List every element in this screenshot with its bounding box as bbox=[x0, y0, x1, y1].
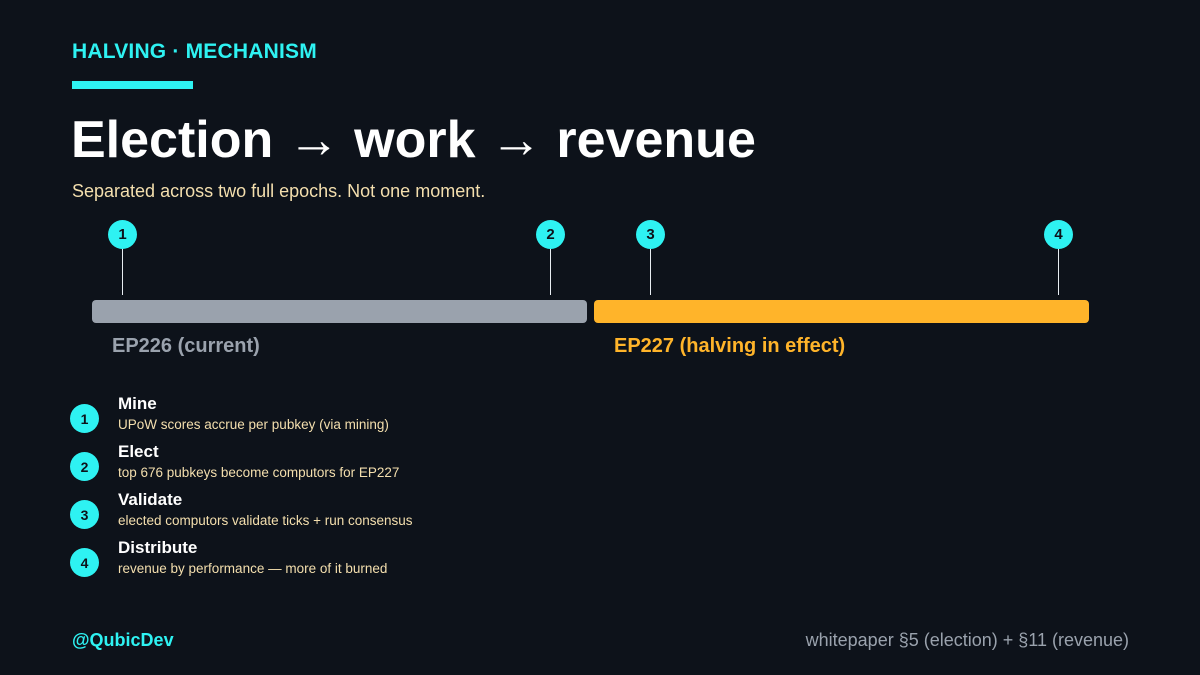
step-number-badge: 4 bbox=[70, 548, 99, 577]
step-number-badge: 3 bbox=[70, 500, 99, 529]
epoch-bar-current bbox=[92, 300, 587, 323]
timeline-marker-3-stem bbox=[650, 249, 651, 295]
timeline-marker-2: 2 bbox=[536, 220, 565, 249]
timeline-marker-4: 4 bbox=[1044, 220, 1073, 249]
epoch-label-current: EP226 (current) bbox=[112, 335, 260, 357]
timeline-marker-4-stem bbox=[1058, 249, 1059, 295]
timeline-marker-2-stem bbox=[550, 249, 551, 295]
source-citation: whitepaper §5 (election) + §11 (revenue) bbox=[805, 630, 1129, 650]
step-title: Mine bbox=[118, 394, 157, 413]
step-title: Distribute bbox=[118, 538, 198, 557]
step-description: elected computors validate ticks + run c… bbox=[118, 513, 413, 528]
page-title: Election → work → revenue bbox=[71, 111, 756, 169]
epoch-label-next: EP227 (halving in effect) bbox=[614, 335, 846, 357]
step-number-badge: 1 bbox=[70, 404, 99, 433]
epoch-bar-next bbox=[594, 300, 1089, 323]
step-title: Validate bbox=[118, 490, 183, 509]
step-title: Elect bbox=[118, 442, 159, 461]
section-kicker: HALVING · MECHANISM bbox=[72, 40, 317, 63]
step-description: top 676 pubkeys become computors for EP2… bbox=[118, 465, 400, 480]
step-description: UPoW scores accrue per pubkey (via minin… bbox=[118, 417, 389, 432]
kicker-underline bbox=[72, 81, 193, 89]
author-handle: @QubicDev bbox=[72, 630, 174, 650]
timeline-marker-1: 1 bbox=[108, 220, 137, 249]
timeline-marker-1-stem bbox=[122, 249, 123, 295]
step-number-badge: 2 bbox=[70, 452, 99, 481]
page-subtitle: Separated across two full epochs. Not on… bbox=[72, 181, 486, 201]
timeline-marker-3: 3 bbox=[636, 220, 665, 249]
step-description: revenue by performance — more of it burn… bbox=[118, 561, 388, 576]
